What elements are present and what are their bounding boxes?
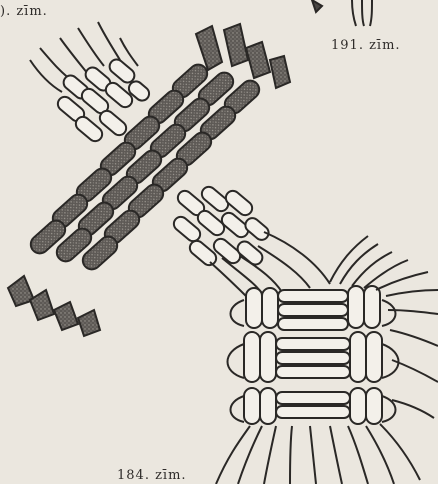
figure-caption-184: 184. zīm. <box>117 468 187 483</box>
figure-caption-191: 191. zīm. <box>331 38 401 53</box>
dark-cord-band <box>8 24 290 336</box>
figure-191-fragment <box>312 0 372 26</box>
square-knot-block <box>228 286 399 424</box>
figure-caption-top-left: ). zīm. <box>0 4 48 19</box>
